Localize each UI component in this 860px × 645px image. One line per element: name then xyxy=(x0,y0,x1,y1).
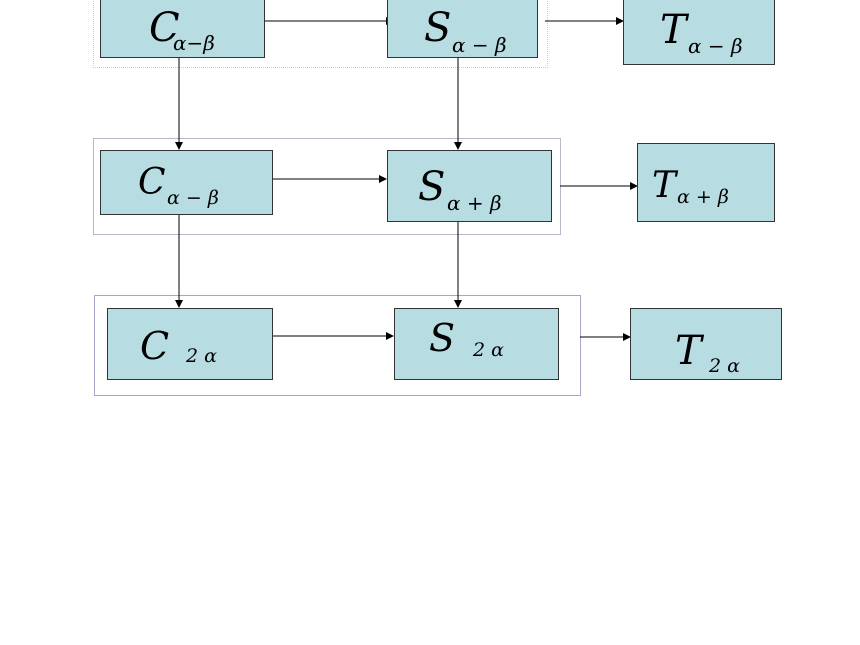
box-subscript: α−β xyxy=(173,31,215,55)
box-subscript: α + β xyxy=(677,186,729,208)
box-tan-alpha-plus-beta: T α + β xyxy=(637,143,775,222)
box-subscript: α − β xyxy=(688,34,743,58)
box-main-letter: C xyxy=(138,162,166,203)
box-sin-alpha-minus-beta: S α − β xyxy=(387,0,538,58)
box-subscript: 2 α xyxy=(186,345,217,367)
box-tan-alpha-minus-beta: T α − β xyxy=(623,0,775,65)
row3-group-frame xyxy=(94,295,581,396)
box-main-letter: S xyxy=(424,5,452,51)
box-cos-alpha-minus-beta-top: C α−β xyxy=(100,0,265,58)
box-subscript: α − β xyxy=(167,187,219,209)
box-subscript: 2 α xyxy=(709,355,740,377)
box-cos-alpha-minus-beta-middle: C α − β xyxy=(100,150,273,215)
box-sin-alpha-plus-beta: S α + β xyxy=(387,150,552,222)
box-subscript: α + β xyxy=(447,191,502,215)
box-tan-2-alpha: T 2 α xyxy=(630,308,782,380)
box-main-letter: T xyxy=(660,7,687,53)
box-main-letter: C xyxy=(149,5,180,51)
box-subscript: 2 α xyxy=(473,339,504,361)
row1-group-frame xyxy=(93,0,548,68)
box-main-letter: T xyxy=(652,165,677,206)
box-main-letter: T xyxy=(675,328,702,374)
box-main-letter: S xyxy=(418,164,446,210)
box-cos-2-alpha: C 2 α xyxy=(107,308,273,380)
box-subscript: α − β xyxy=(452,33,507,57)
box-sin-2-alpha: S 2 α xyxy=(394,308,559,380)
box-main-letter: C xyxy=(140,324,170,368)
box-main-letter: S xyxy=(429,316,456,360)
